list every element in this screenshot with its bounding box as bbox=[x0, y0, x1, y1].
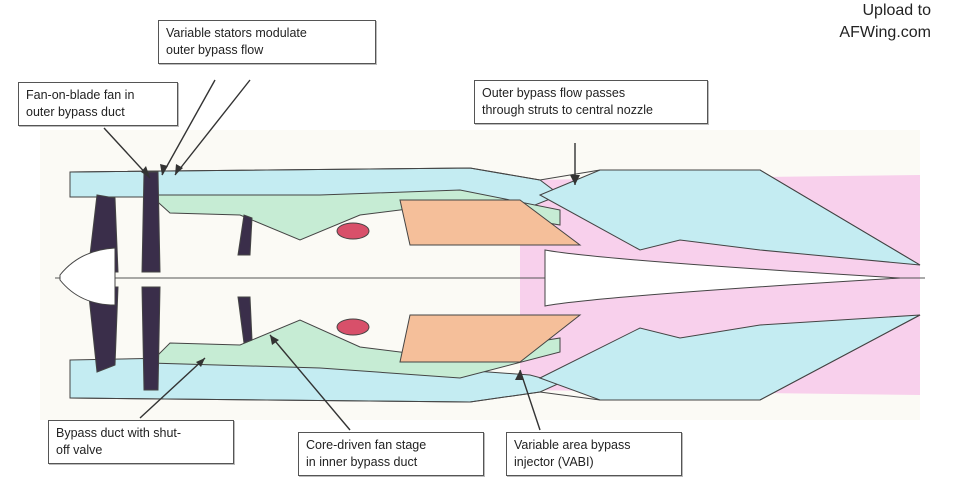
fan-on-blade-top bbox=[141, 171, 161, 273]
callout-bypass-duct-line-2: off valve bbox=[56, 443, 103, 457]
callout-core-driven-line-1: Core-driven fan stage bbox=[306, 438, 427, 452]
callout-bypass-duct: Bypass duct with shut- off valve bbox=[48, 420, 234, 464]
callout-fan-on-blade-line-2: outer bypass duct bbox=[26, 105, 125, 119]
watermark-line-2: AFWing.com bbox=[839, 24, 931, 41]
callout-core-driven: Core-driven fan stage in inner bypass du… bbox=[298, 432, 484, 476]
callout-vabi-line-2: injector (VABI) bbox=[514, 455, 594, 469]
tail-cone bbox=[544, 249, 901, 307]
arrowhead-fan-on-blade bbox=[141, 166, 150, 178]
nose-cone bbox=[59, 247, 116, 306]
combustor-hot-zone-top bbox=[399, 199, 582, 246]
arrowhead-core-driven bbox=[270, 335, 279, 345]
arrowhead-variable-stators-b bbox=[175, 164, 183, 175]
callout-outer-bypass-line-1: Outer bypass flow passes bbox=[482, 86, 626, 100]
leader-arrowheads bbox=[141, 164, 580, 380]
leader-variable-stators-b bbox=[174, 79, 251, 176]
leader-bypass-duct bbox=[139, 357, 206, 419]
combustor-liner-top bbox=[336, 222, 370, 240]
callout-outer-bypass: Outer bypass flow passes through struts … bbox=[474, 80, 708, 124]
inner-bypass-duct-bottom bbox=[148, 319, 561, 379]
callout-variable-stators-line-2: outer bypass flow bbox=[166, 43, 264, 57]
core-fan-blade-top bbox=[237, 214, 253, 256]
callout-core-driven-line-2: in inner bypass duct bbox=[306, 455, 418, 469]
core-fan-blade-bottom bbox=[237, 296, 253, 344]
callout-fan-on-blade: Fan-on-blade fan in outer bypass duct bbox=[18, 82, 178, 126]
callout-outer-bypass-line-2: through struts to central nozzle bbox=[482, 103, 653, 117]
callout-vabi: Variable area bypass injector (VABI) bbox=[506, 432, 682, 476]
combustor-liner-bottom bbox=[336, 318, 370, 336]
arrowhead-outer-bypass bbox=[570, 175, 580, 185]
watermark-line-1: Upload to bbox=[862, 2, 932, 19]
fan-on-blade-bottom bbox=[141, 286, 161, 391]
combustor-hot-zone-bottom bbox=[399, 314, 582, 363]
watermark: Upload to AFWing.com bbox=[839, 0, 931, 44]
callout-vabi-line-1: Variable area bypass bbox=[514, 438, 631, 452]
callout-variable-stators-line-1: Variable stators modulate bbox=[166, 26, 307, 40]
callout-bypass-duct-line-1: Bypass duct with shut- bbox=[56, 426, 182, 440]
callout-fan-on-blade-line-1: Fan-on-blade fan in bbox=[26, 88, 135, 102]
leader-core-driven bbox=[269, 334, 351, 431]
arrowhead-bypass-duct bbox=[196, 358, 205, 367]
arrowhead-vabi bbox=[515, 370, 524, 380]
leader-variable-stators-a bbox=[161, 79, 216, 176]
callout-variable-stators: Variable stators modulate outer bypass f… bbox=[158, 20, 376, 64]
arrowhead-variable-stators-a bbox=[160, 164, 168, 175]
leader-fan-on-blade bbox=[103, 127, 151, 179]
